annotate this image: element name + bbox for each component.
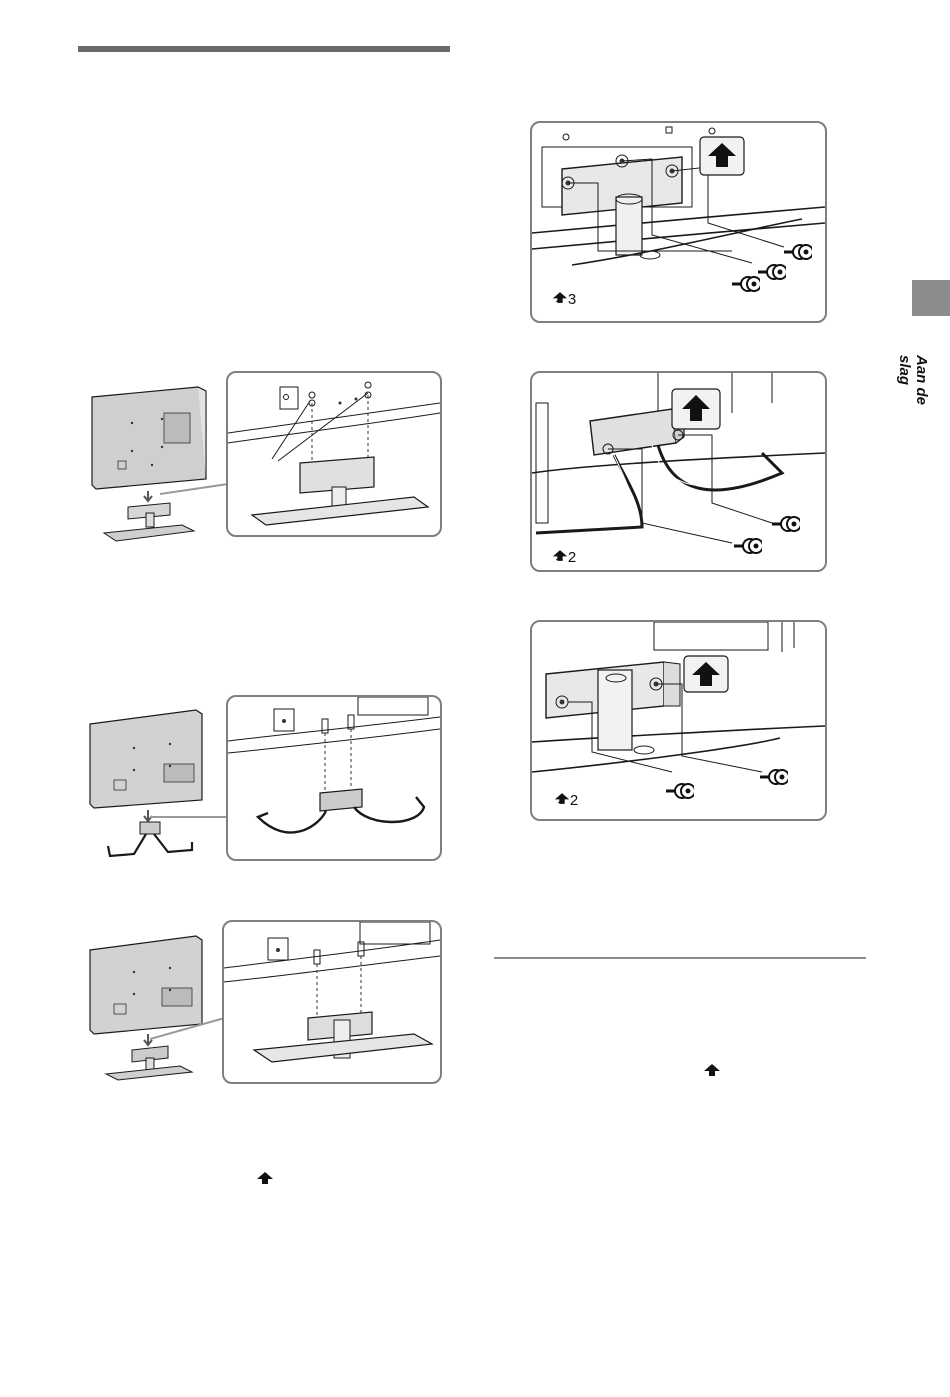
tv-stand-overview-figure-1 (88, 385, 213, 545)
callout-line-3 (150, 1015, 230, 1045)
detail-frame-3 (222, 920, 442, 1084)
screw-icon (732, 535, 762, 557)
screw-icon (782, 241, 812, 263)
screw-icon (756, 261, 786, 283)
screw-arrow-icon (703, 1063, 721, 1077)
screw-removal-panel-3: × 2 (530, 620, 827, 821)
screw-icon (730, 273, 760, 295)
tv-stand-overview-figure-2 (88, 708, 208, 863)
screw-icon (758, 766, 788, 788)
callout-line-1 (160, 480, 230, 500)
chapter-tab-label: Aan de slag (890, 355, 930, 435)
section-heading-rule (78, 46, 450, 52)
tv-stand-overview-figure-3 (88, 934, 213, 1084)
screw-icon (664, 780, 694, 802)
screw-removal-panel-2: × 2 (530, 371, 827, 572)
screw-removal-panel-1: × 3 (530, 121, 827, 323)
screw-count-label-2: × 2 (552, 549, 576, 566)
section-divider (494, 957, 866, 959)
callout-line-2 (150, 805, 230, 825)
screw-count-label-1: × 3 (552, 291, 576, 308)
detail-frame-2 (226, 695, 442, 861)
screw-count-label-3: × 2 (554, 792, 578, 809)
screw-icon (770, 513, 800, 535)
detail-frame-1 (226, 371, 442, 537)
screw-arrow-icon (256, 1171, 274, 1185)
chapter-tab-marker (912, 280, 950, 316)
